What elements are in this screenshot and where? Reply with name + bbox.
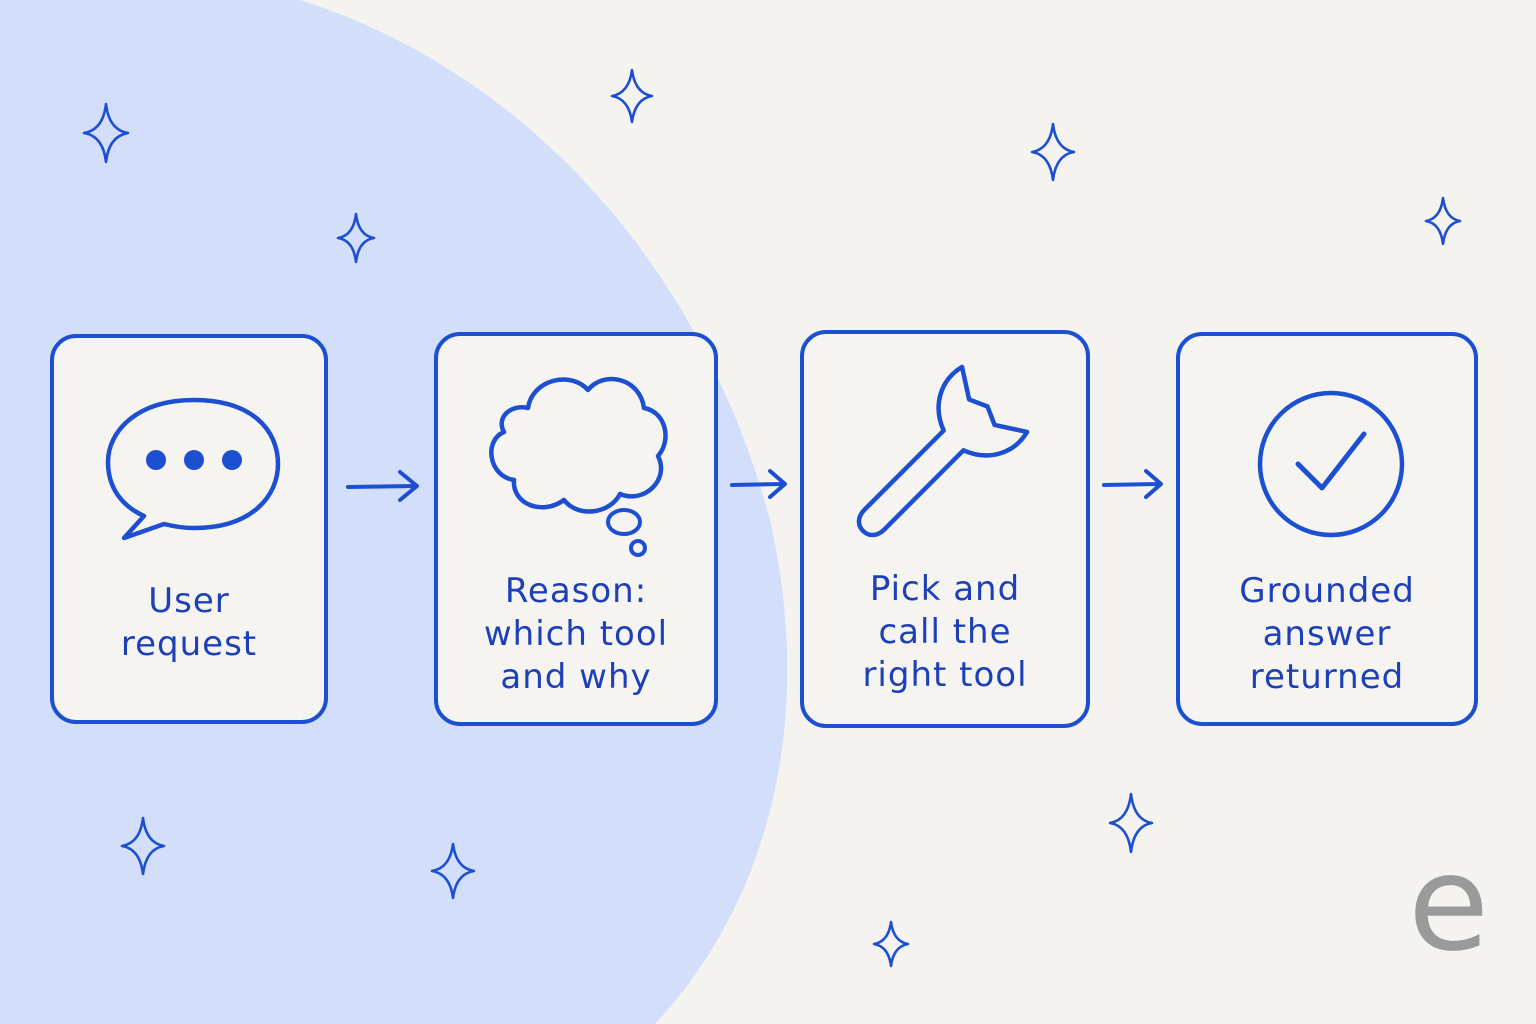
step-label: User request (120, 581, 258, 664)
sparkle-icon (336, 212, 376, 264)
step-label: Pick and call the right tool (862, 569, 1028, 695)
step-label: Reason: which tool and why (483, 571, 669, 697)
step-card-user-request: User request (50, 334, 328, 724)
sparkle-icon (1030, 122, 1076, 182)
arrow-right-icon (730, 469, 787, 499)
sparkle-icon (430, 842, 476, 900)
step-label: Grounded answer returned (1239, 571, 1415, 697)
sparkle-icon (610, 68, 654, 124)
sparkle-icon (1108, 792, 1154, 854)
thought-cloud-icon (489, 376, 668, 557)
sparkle-icon (120, 816, 166, 876)
arrow-right-icon (346, 470, 419, 502)
arrow-right-icon (1102, 469, 1163, 499)
sparkle-icon (872, 920, 910, 968)
sparkle-icon (1424, 196, 1462, 246)
step-card-answer: Grounded answer returned (1176, 332, 1478, 726)
step-card-pick-tool: Pick and call the right tool (800, 330, 1090, 728)
wrench-icon (856, 364, 1030, 538)
sparkle-icon (82, 102, 130, 164)
speech-bubble-icon (105, 397, 281, 541)
checkmark-circle-icon (1257, 390, 1405, 538)
step-card-reason: Reason: which tool and why (434, 332, 718, 726)
logo: e (1408, 827, 1490, 981)
